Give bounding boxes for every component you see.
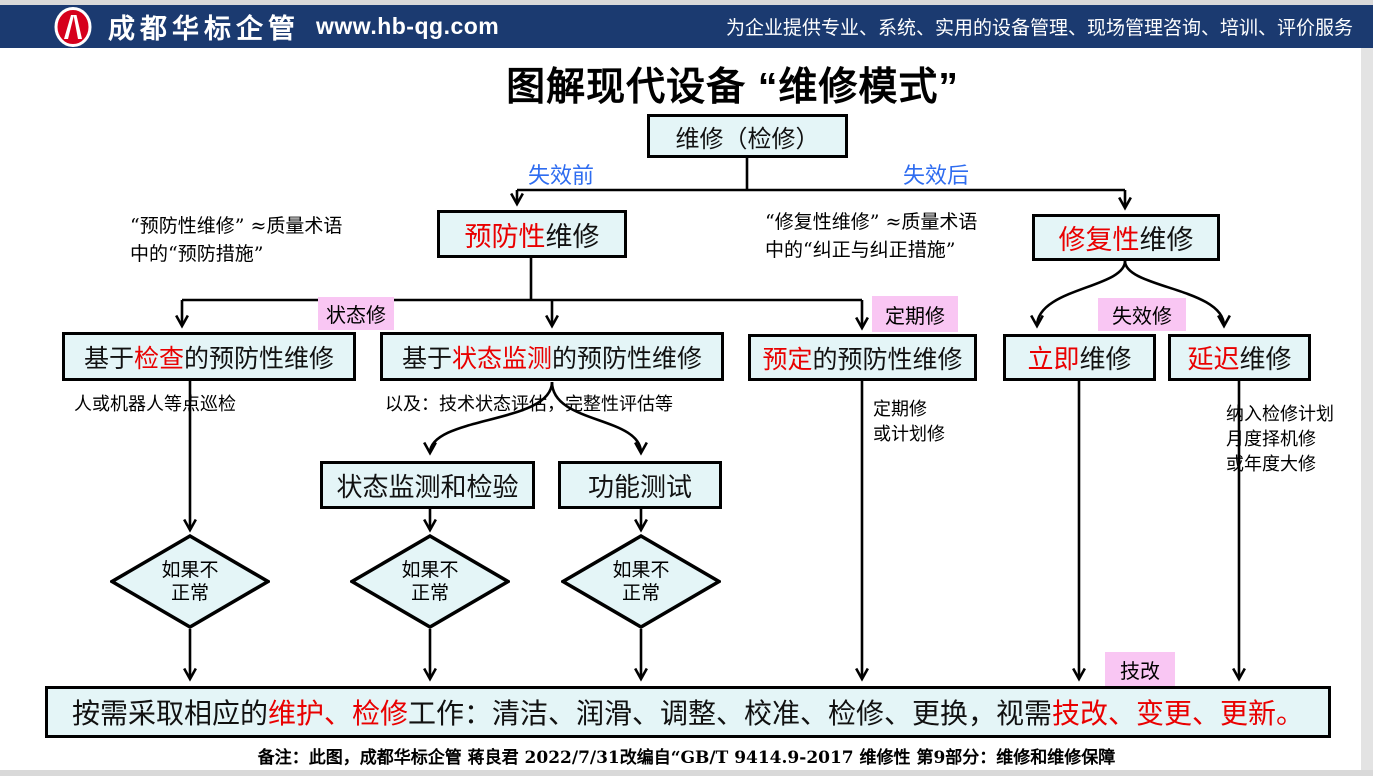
- decision-line1: 如果不: [161, 559, 219, 581]
- page-title: 图解现代设备 “维修模式”: [506, 66, 959, 109]
- footer-note: 备注：此图，成都华标企管 蒋良君 2022/7/31改编自“GB/T 9414.…: [257, 748, 1116, 768]
- node-preventive-rest: 维修: [545, 221, 600, 252]
- right-edge: [1361, 48, 1373, 776]
- node-corrective-maintenance: 修复性维修: [1032, 214, 1220, 261]
- node-condition-monitoring: 状态监测和检验: [320, 461, 535, 509]
- company-website: www.hb-qg.com: [316, 13, 500, 39]
- action-bar-text2: 工作：清洁、润滑、调整、校准、检修、更换，视需: [408, 698, 1053, 729]
- node-condition-monitoring-label: 状态监测和检验: [336, 471, 519, 502]
- decision-line1: 如果不: [401, 559, 459, 581]
- decision-line2: 正常: [410, 582, 449, 604]
- node-maintenance-label: 维修（检修）: [675, 125, 820, 153]
- node-condition-rest: 的预防性维修: [552, 344, 703, 373]
- badge-failure-repair: 失效修: [1098, 298, 1186, 331]
- header-bar: 成都华标企管 www.hb-qg.com 为企业提供专业、系统、实用的设备管理、…: [0, 5, 1373, 48]
- top-edge: [0, 0, 1373, 5]
- deferred-note: 纳入检修计划 月度择机修 或年度大修: [1226, 404, 1334, 475]
- node-deferred-rest: 维修: [1239, 344, 1292, 374]
- company-name: 成都华标企管: [108, 14, 300, 45]
- preventive-note: “预防性维修” ≈质量术语 中的“预防措施”: [130, 215, 343, 265]
- node-condition-pre: 基于: [401, 344, 452, 373]
- bottom-edge: [0, 770, 1373, 776]
- branch-label-after-failure: 失效后: [903, 163, 970, 188]
- decision-diamond-2: 如果不正常: [350, 534, 510, 629]
- node-corrective-rest: 维修: [1139, 225, 1194, 255]
- badge-condition-repair: 状态修: [318, 297, 394, 330]
- corrective-note: “修复性维修” ≈质量术语 中的“纠正与纠正措施”: [765, 211, 978, 261]
- decision-line1: 如果不: [612, 559, 670, 581]
- action-bar-text1: 按需采取相应的: [71, 698, 268, 729]
- condition-note: 以及：技术状态评估，完整性评估等: [385, 394, 673, 415]
- company-logo-icon: [52, 6, 94, 47]
- node-function-test-label: 功能测试: [587, 471, 692, 502]
- node-predetermined-keyword: 预定: [762, 345, 813, 374]
- node-predetermined-rest: 的预防性维修: [812, 345, 963, 374]
- badge-tech-upgrade: 技改: [1105, 652, 1175, 686]
- decision-line2: 正常: [621, 582, 660, 604]
- action-bar-red1: 维护、检修: [267, 698, 408, 729]
- node-predetermined: 预定的预防性维修: [748, 334, 977, 381]
- decision-diamond-1: 如果不正常: [110, 534, 270, 629]
- header-tagline: 为企业提供专业、系统、实用的设备管理、现场管理咨询、培训、评价服务: [725, 18, 1353, 39]
- node-inspection-based: 基于检查的预防性维修: [62, 332, 356, 381]
- action-bar-red2: 技改、变更、更新。: [1052, 698, 1305, 729]
- node-inspection-pre: 基于: [83, 344, 134, 373]
- node-inspection-rest: 的预防性维修: [184, 344, 335, 373]
- node-preventive-maintenance: 预防性维修: [437, 210, 627, 258]
- node-condition-based: 基于状态监测的预防性维修: [380, 332, 724, 381]
- node-corrective-keyword: 修复性: [1058, 225, 1140, 255]
- badge-periodic-repair: 定期修: [872, 296, 958, 332]
- node-immediate-keyword: 立即: [1027, 344, 1080, 374]
- inspection-note: 人或机器人等点巡检: [74, 394, 236, 415]
- decision-diamond-3: 如果不正常: [561, 534, 721, 629]
- node-condition-keyword: 状态监测: [451, 344, 552, 373]
- predetermined-note: 定期修 或计划修: [873, 399, 945, 445]
- branch-label-before-failure: 失效前: [528, 163, 595, 188]
- node-preventive-keyword: 预防性: [464, 221, 546, 252]
- decision-line2: 正常: [170, 582, 209, 604]
- node-maintenance: 维修（检修）: [647, 114, 848, 158]
- node-inspection-keyword: 检查: [133, 344, 184, 373]
- node-deferred-keyword: 延迟: [1187, 344, 1240, 374]
- node-deferred: 延迟维修: [1168, 334, 1311, 381]
- node-immediate: 立即维修: [1003, 334, 1156, 381]
- action-bar: 按需采取相应的维护、检修工作：清洁、润滑、调整、校准、检修、更换，视需技改、变更…: [45, 686, 1331, 738]
- node-immediate-rest: 维修: [1079, 344, 1132, 374]
- node-function-test: 功能测试: [558, 461, 722, 509]
